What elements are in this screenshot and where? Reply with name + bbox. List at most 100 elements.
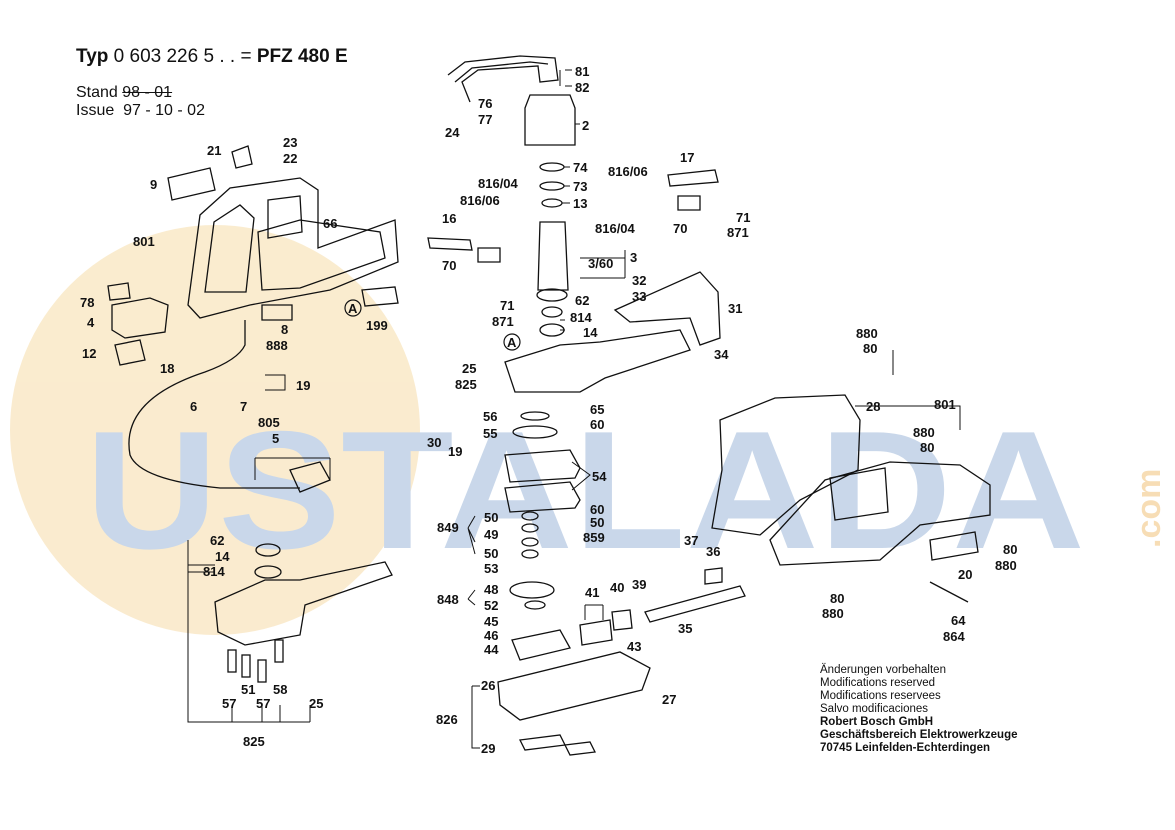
callout-28: 28 bbox=[866, 399, 880, 414]
washer-52 bbox=[524, 600, 546, 610]
bearing-62-lower bbox=[255, 543, 281, 557]
callout-77: 77 bbox=[478, 112, 492, 127]
callout-48: 48 bbox=[484, 582, 498, 597]
callout-36: 36 bbox=[706, 544, 720, 559]
note-line-3: Modifications reservees bbox=[820, 690, 941, 702]
callout-80-d: 80 bbox=[830, 591, 844, 606]
callout-65: 65 bbox=[590, 402, 604, 417]
notes-block: Änderungen vorbehalten Modifications res… bbox=[820, 664, 1018, 755]
pin-58 bbox=[274, 639, 284, 663]
callout-60-b: 60 bbox=[590, 502, 604, 517]
marker-a-left-label: A bbox=[348, 301, 358, 316]
washer-13 bbox=[541, 198, 563, 208]
callout-45: 45 bbox=[484, 614, 498, 629]
brush-holder-70-left bbox=[477, 247, 501, 263]
callout-80-c: 80 bbox=[1003, 542, 1017, 557]
callout-64: 64 bbox=[951, 613, 966, 628]
note-line-6: Geschäftsbereich Elektrowerkzeuge bbox=[820, 729, 1018, 741]
callout-7: 7 bbox=[240, 399, 247, 414]
housing-window bbox=[829, 467, 889, 521]
callout-40: 40 bbox=[610, 580, 624, 595]
callout-801-b: 801 bbox=[934, 397, 956, 412]
plate-9-part bbox=[167, 167, 216, 201]
callout-82: 82 bbox=[575, 80, 589, 95]
callout-25-b: 25 bbox=[309, 696, 323, 711]
note-line-1: Änderungen vorbehalten bbox=[820, 664, 946, 676]
plate-199-part bbox=[361, 286, 399, 307]
callout-25-a: 25 bbox=[462, 361, 476, 376]
callout-4: 4 bbox=[87, 315, 95, 330]
armature-part bbox=[537, 221, 569, 291]
callout-58: 58 bbox=[273, 682, 287, 697]
cable-part-6 bbox=[128, 320, 300, 489]
callout-12: 12 bbox=[82, 346, 96, 361]
model-name: PFZ 480 E bbox=[256, 46, 348, 67]
brush-holder-70-right bbox=[677, 195, 701, 211]
callout-26: 26 bbox=[481, 678, 495, 693]
callout-32: 32 bbox=[632, 273, 646, 288]
part-78 bbox=[107, 282, 131, 301]
bracket-82-part bbox=[454, 61, 549, 83]
callout-80-b: 80 bbox=[920, 440, 934, 455]
stand-line: Stand 98 - 01 bbox=[76, 84, 172, 102]
watermark: USTALADA .com bbox=[10, 225, 1168, 635]
callout-848: 848 bbox=[437, 592, 459, 607]
callout-80-a: 80 bbox=[863, 341, 877, 356]
callout-5: 5 bbox=[272, 431, 279, 446]
part-40 bbox=[611, 609, 633, 631]
note-line-5: Robert Bosch GmbH bbox=[820, 716, 934, 728]
callout-73: 73 bbox=[573, 179, 587, 194]
washer-74 bbox=[539, 162, 565, 172]
callout-14-a: 14 bbox=[583, 325, 598, 340]
callout-76: 76 bbox=[478, 96, 492, 111]
callout-71-b: 71 bbox=[500, 298, 514, 313]
ring-50a bbox=[521, 511, 539, 521]
callout-3-60: 3/60 bbox=[588, 256, 613, 271]
typ-suffix: 5 . . bbox=[203, 46, 236, 67]
callout-816-04-b: 816/04 bbox=[595, 221, 636, 236]
stand-label: Stand bbox=[76, 84, 118, 101]
callout-71-a: 71 bbox=[736, 210, 750, 225]
brush-16-part bbox=[427, 237, 473, 251]
typ-number: 0 603 226 bbox=[113, 46, 199, 67]
callout-8: 8 bbox=[281, 322, 288, 337]
callout-814-a: 814 bbox=[570, 310, 592, 325]
callout-57-a: 57 bbox=[222, 696, 236, 711]
disk-55 bbox=[512, 425, 558, 439]
leader-lines bbox=[187, 69, 961, 749]
callout-39: 39 bbox=[632, 577, 646, 592]
callout-50-a: 50 bbox=[484, 510, 498, 525]
part-21 bbox=[231, 145, 253, 169]
callout-14-b: 14 bbox=[215, 549, 230, 564]
callout-19-b: 19 bbox=[448, 444, 462, 459]
callout-888: 888 bbox=[266, 338, 288, 353]
switch-part-4 bbox=[111, 297, 169, 339]
equals-sign: = bbox=[240, 46, 252, 67]
callout-880-d: 880 bbox=[822, 606, 844, 621]
callout-825-b: 825 bbox=[243, 734, 265, 749]
callout-826: 826 bbox=[436, 712, 458, 727]
field-winding-part bbox=[524, 94, 576, 146]
callout-849: 849 bbox=[437, 520, 459, 535]
marker-a-center-label: A bbox=[507, 335, 517, 350]
callout-20: 20 bbox=[958, 567, 972, 582]
washer-56 bbox=[520, 411, 550, 421]
pin-57b bbox=[257, 659, 267, 683]
callout-13: 13 bbox=[573, 196, 587, 211]
callout-53: 53 bbox=[484, 561, 498, 576]
callout-41: 41 bbox=[585, 585, 599, 600]
callout-31: 31 bbox=[728, 301, 742, 316]
callout-801-a: 801 bbox=[133, 234, 155, 249]
callout-74: 74 bbox=[573, 160, 588, 175]
callout-16: 16 bbox=[442, 211, 456, 226]
callout-81: 81 bbox=[575, 64, 589, 79]
callout-60-a: 60 bbox=[590, 417, 604, 432]
callout-9: 9 bbox=[150, 177, 157, 192]
callout-54: 54 bbox=[592, 469, 607, 484]
typ-label: Typ bbox=[76, 46, 109, 67]
plate-8-part bbox=[261, 304, 293, 321]
callout-880-c: 880 bbox=[995, 558, 1017, 573]
callout-880-a: 880 bbox=[856, 326, 878, 341]
callout-23: 23 bbox=[283, 135, 297, 150]
